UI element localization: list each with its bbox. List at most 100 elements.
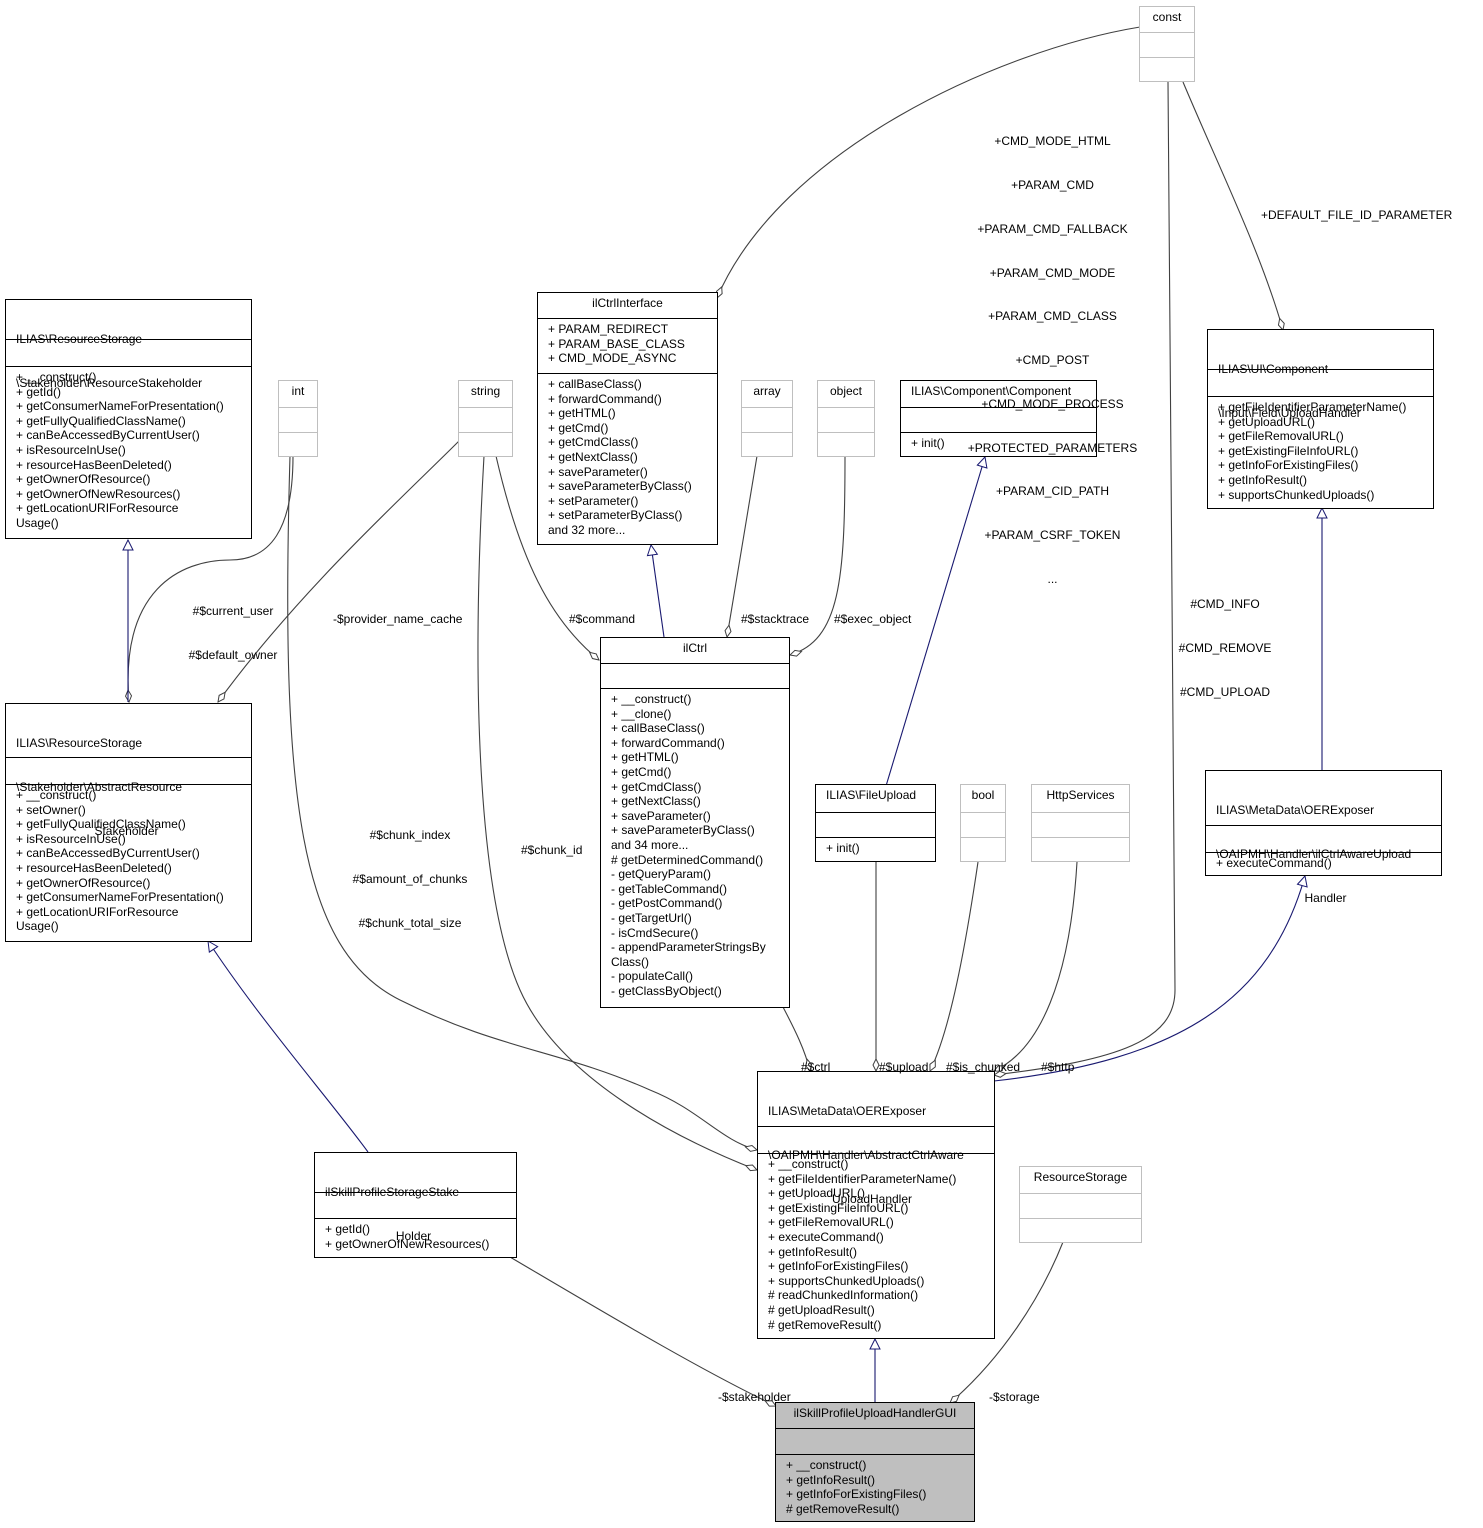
edge-label-ctrl-constants: +CMD_MODE_HTML +PARAM_CMD +PARAM_CMD_FAL… — [967, 134, 1138, 586]
class-methods: + init() — [901, 432, 1096, 453]
class-methods — [961, 837, 1005, 861]
class-title: ilSkillProfileUploadHandlerGUI — [793, 1406, 957, 1420]
class-attributes — [6, 339, 251, 366]
class-title: bool — [971, 788, 995, 802]
class-int[interactable]: int — [278, 380, 318, 457]
edge-label-command: #$command — [569, 612, 636, 627]
class-string[interactable]: string — [458, 380, 513, 457]
class-httpservices[interactable]: HttpServices — [1031, 784, 1130, 862]
class-methods: + callBaseClass() + forwardCommand() + g… — [538, 373, 717, 540]
class-attributes — [6, 757, 251, 784]
edge-fileupload-implements-component — [885, 457, 985, 787]
edge-bool-to-abstractctrlaware — [930, 861, 979, 1071]
class-methods — [818, 432, 874, 456]
class-title: ILIAS\UI\Component \Input\Field\UploadHa… — [1218, 362, 1361, 420]
edge-label-is-chunked: #$is_chunked — [946, 1060, 1021, 1075]
class-methods — [742, 432, 792, 456]
class-methods — [459, 432, 512, 456]
edge-label-chunk-ints: #$chunk_index #$amount_of_chunks #$chunk… — [352, 828, 468, 930]
edge-label-http: #$http — [1041, 1060, 1075, 1075]
class-abstractctrlawareuploadhandler[interactable]: ILIAS\MetaData\OERExposer \OAIPMH\Handle… — [757, 1071, 995, 1339]
class-attributes — [1140, 32, 1194, 57]
class-methods: + getFileIdentifierParameterName() + get… — [1208, 396, 1433, 504]
class-title: object — [829, 384, 863, 398]
edge-array-to-ilctrl — [727, 455, 758, 637]
class-methods — [1020, 1218, 1141, 1242]
class-methods — [279, 432, 317, 456]
edge-label-default-file-id: +DEFAULT_FILE_ID_PARAMETER — [1261, 208, 1453, 223]
class-attributes — [758, 1126, 994, 1153]
class-attributes — [315, 1192, 516, 1218]
class-title: ILIAS\FileUpload — [826, 788, 917, 802]
class-title: ILIAS\MetaData\OERExposer \OAIPMH\Handle… — [1216, 803, 1412, 905]
class-title: array — [753, 384, 781, 398]
class-bool[interactable]: bool — [960, 784, 1006, 862]
class-attributes — [742, 407, 792, 432]
class-attributes — [279, 407, 317, 432]
class-title: const — [1152, 10, 1182, 24]
class-ilctrlawareuploadhandler[interactable]: ILIAS\MetaData\OERExposer \OAIPMH\Handle… — [1205, 770, 1442, 905]
class-title: ILIAS\ResourceStorage \Stakeholder\Abstr… — [16, 736, 183, 838]
edge-ilctrl-to-abstractctrlaware — [782, 1006, 810, 1071]
class-title: ILIAS\ResourceStorage \Stakeholder\Resou… — [16, 332, 203, 390]
edge-const-to-ilctrlinterface — [717, 26, 1141, 298]
class-resourcestorage[interactable]: ResourceStorage — [1019, 1166, 1142, 1243]
edge-int-to-abstractctrlaware — [287, 455, 757, 1150]
class-methods: + __construct() + setOwner() + getFullyQ… — [6, 784, 251, 936]
edge-label-current-user: #$current_user #$default_owner — [188, 604, 278, 662]
class-methods: + executeCommand() — [1206, 852, 1441, 873]
class-attributes — [1206, 825, 1441, 852]
edge-const-to-abstractctrlaware — [994, 81, 1176, 1075]
class-ilskillprofileuploadhandlergui[interactable]: ilSkillProfileUploadHandlerGUI + __const… — [775, 1402, 975, 1522]
edge-stakeholder-extends-abstractstakeholder — [208, 941, 369, 1153]
class-object[interactable]: object — [817, 380, 875, 457]
class-methods: + getId() + getOwnerOfNewResources() — [315, 1218, 516, 1253]
edge-ilctrl-implements-ilctrlinterface — [651, 545, 665, 638]
class-title: int — [291, 384, 305, 398]
class-methods: + __construct() + getId() + getConsumerN… — [6, 366, 251, 533]
edge-label-provider-name-cache: -$provider_name_cache — [333, 612, 463, 627]
class-title: ResourceStorage — [1033, 1170, 1128, 1184]
class-const[interactable]: const — [1139, 6, 1195, 82]
class-attributes — [459, 407, 512, 432]
class-abstractresourcestakeholder[interactable]: ILIAS\ResourceStorage \Stakeholder\Abstr… — [5, 703, 252, 942]
edge-string-to-abstractstakeholder — [218, 439, 461, 702]
class-attributes — [961, 812, 1005, 837]
class-attributes — [776, 1428, 974, 1454]
edge-label-stacktrace: #$stacktrace — [741, 612, 810, 627]
edge-httpservices-to-abstractctrlaware — [994, 861, 1078, 1071]
class-array[interactable]: array — [741, 380, 793, 457]
class-title: string — [470, 384, 501, 398]
class-methods: + __construct() + getFileIdentifierParam… — [758, 1153, 994, 1334]
edge-object-to-ilctrl — [790, 455, 846, 655]
edge-string-to-ilctrl — [495, 455, 599, 660]
class-title: ILIAS\MetaData\OERExposer \OAIPMH\Handle… — [768, 1104, 964, 1206]
class-title: ilSkillProfileStorageStake Holder — [325, 1185, 460, 1243]
class-ilctrlinterface[interactable]: ilCtrlInterface + PARAM_REDIRECT + PARAM… — [537, 292, 718, 545]
class-ilctrl[interactable]: ilCtrl + __construct() + __clone() + cal… — [600, 637, 790, 1008]
edge-resourcestorage-to-gui — [950, 1241, 1064, 1403]
class-attributes — [1208, 369, 1433, 396]
class-attributes — [1032, 812, 1129, 837]
class-uploadhandler[interactable]: ILIAS\UI\Component \Input\Field\UploadHa… — [1207, 329, 1434, 509]
edge-stakeholder-to-gui — [509, 1256, 776, 1406]
edge-abstractctrlaware-implements-ilctrlaware — [993, 876, 1305, 1082]
edge-label-exec-object: #$exec_object — [834, 612, 912, 627]
edge-label-chunk-id: #$chunk_id — [521, 843, 583, 858]
edge-label-ctrl: #$ctrl — [801, 1060, 831, 1075]
class-attributes — [1020, 1193, 1141, 1218]
edge-label-stakeholder: -$stakeholder — [718, 1390, 791, 1405]
class-component[interactable]: ILIAS\Component\Component + init() — [900, 380, 1097, 457]
class-ilskillprofilestoragestakeholder[interactable]: ilSkillProfileStorageStake Holder + getI… — [314, 1152, 517, 1258]
edge-label-storage: -$storage — [989, 1390, 1040, 1405]
class-fileupload[interactable]: ILIAS\FileUpload + init() — [815, 784, 936, 862]
class-title: HttpServices — [1046, 788, 1115, 802]
class-attributes — [901, 407, 1096, 432]
edge-string-to-abstractctrlaware — [477, 455, 757, 1170]
class-resourcestakeholder[interactable]: ILIAS\ResourceStorage \Stakeholder\Resou… — [5, 299, 252, 539]
edge-label-cmd-consts: #CMD_INFO #CMD_REMOVE #CMD_UPLOAD — [1178, 597, 1272, 699]
class-methods: + __construct() + __clone() + callBaseCl… — [601, 688, 789, 1000]
edge-int-to-abstractstakeholder — [128, 455, 294, 702]
class-title: ilCtrl — [683, 641, 707, 655]
